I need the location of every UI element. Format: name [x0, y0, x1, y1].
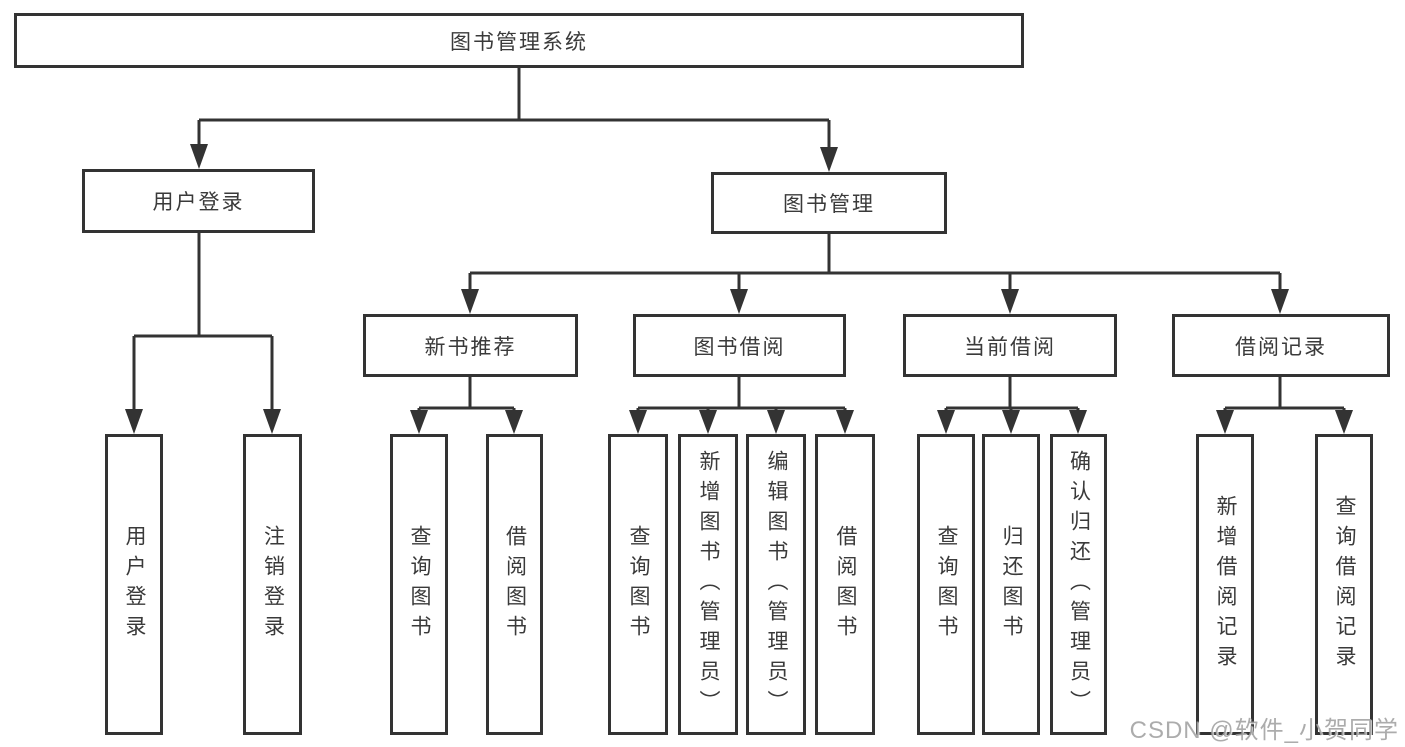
arrow-to-user-login [190, 144, 208, 169]
arrow-to-leaf-query-books-3 [937, 410, 955, 434]
leaf-borrow-books-2: 借阅图书 [815, 434, 875, 735]
leaf-query-books-3: 查询图书 [917, 434, 975, 735]
arrow-to-book-borrow [730, 289, 748, 314]
leaf-confirm-return-admin: 确认归还（管理员） [1050, 434, 1107, 735]
leaf-query-books-1: 查询图书 [390, 434, 448, 735]
connector-new-book-recommend [417, 377, 516, 411]
arrow-to-leaf-add-books [699, 410, 717, 434]
connector-current-borrow [944, 377, 1080, 411]
arrow-to-borrow-record [1271, 289, 1289, 314]
leaf-return-books: 归还图书 [982, 434, 1040, 735]
arrow-to-leaf-return-books [1002, 410, 1020, 434]
leaf-add-borrow-record: 新增借阅记录 [1196, 434, 1254, 735]
arrow-to-book-management [820, 147, 838, 172]
leaf-add-books-admin: 新增图书（管理员） [678, 434, 738, 735]
leaf-query-books-2: 查询图书 [608, 434, 668, 735]
node-book-borrow: 图书借阅 [633, 314, 846, 377]
node-current-borrow: 当前借阅 [903, 314, 1117, 377]
connector-borrow-record [1223, 377, 1346, 411]
node-user-login: 用户登录 [82, 169, 315, 233]
connector-user-login [132, 233, 274, 409]
leaf-borrow-books-1: 借阅图书 [486, 434, 543, 735]
arrow-to-leaf-borrow-books-1 [505, 410, 523, 434]
node-new-book-recommend: 新书推荐 [363, 314, 578, 377]
arrow-to-leaf-query-record [1335, 410, 1353, 434]
node-borrow-record: 借阅记录 [1172, 314, 1390, 377]
arrow-to-leaf-user-login [125, 409, 143, 434]
arrow-to-leaf-query-books-2 [629, 410, 647, 434]
leaf-user-login: 用户登录 [105, 434, 163, 735]
arrow-to-leaf-logout [263, 409, 281, 434]
connector-root [197, 68, 831, 147]
connector-book-borrow [636, 377, 847, 411]
leaf-edit-books-admin: 编辑图书（管理员） [746, 434, 806, 735]
arrow-to-new-book-recommend [461, 289, 479, 314]
arrow-to-leaf-confirm-return [1069, 410, 1087, 434]
connector-book-management [468, 234, 1282, 289]
leaf-logout: 注销登录 [243, 434, 302, 735]
leaf-query-borrow-record: 查询借阅记录 [1315, 434, 1373, 735]
node-book-management: 图书管理 [711, 172, 947, 234]
arrow-to-current-borrow [1001, 289, 1019, 314]
node-root: 图书管理系统 [14, 13, 1024, 68]
arrow-to-leaf-edit-books [767, 410, 785, 434]
arrow-to-leaf-borrow-books-2 [836, 410, 854, 434]
arrowheads [125, 144, 1353, 434]
arrow-to-leaf-query-books-1 [410, 410, 428, 434]
arrow-to-leaf-add-record [1216, 410, 1234, 434]
